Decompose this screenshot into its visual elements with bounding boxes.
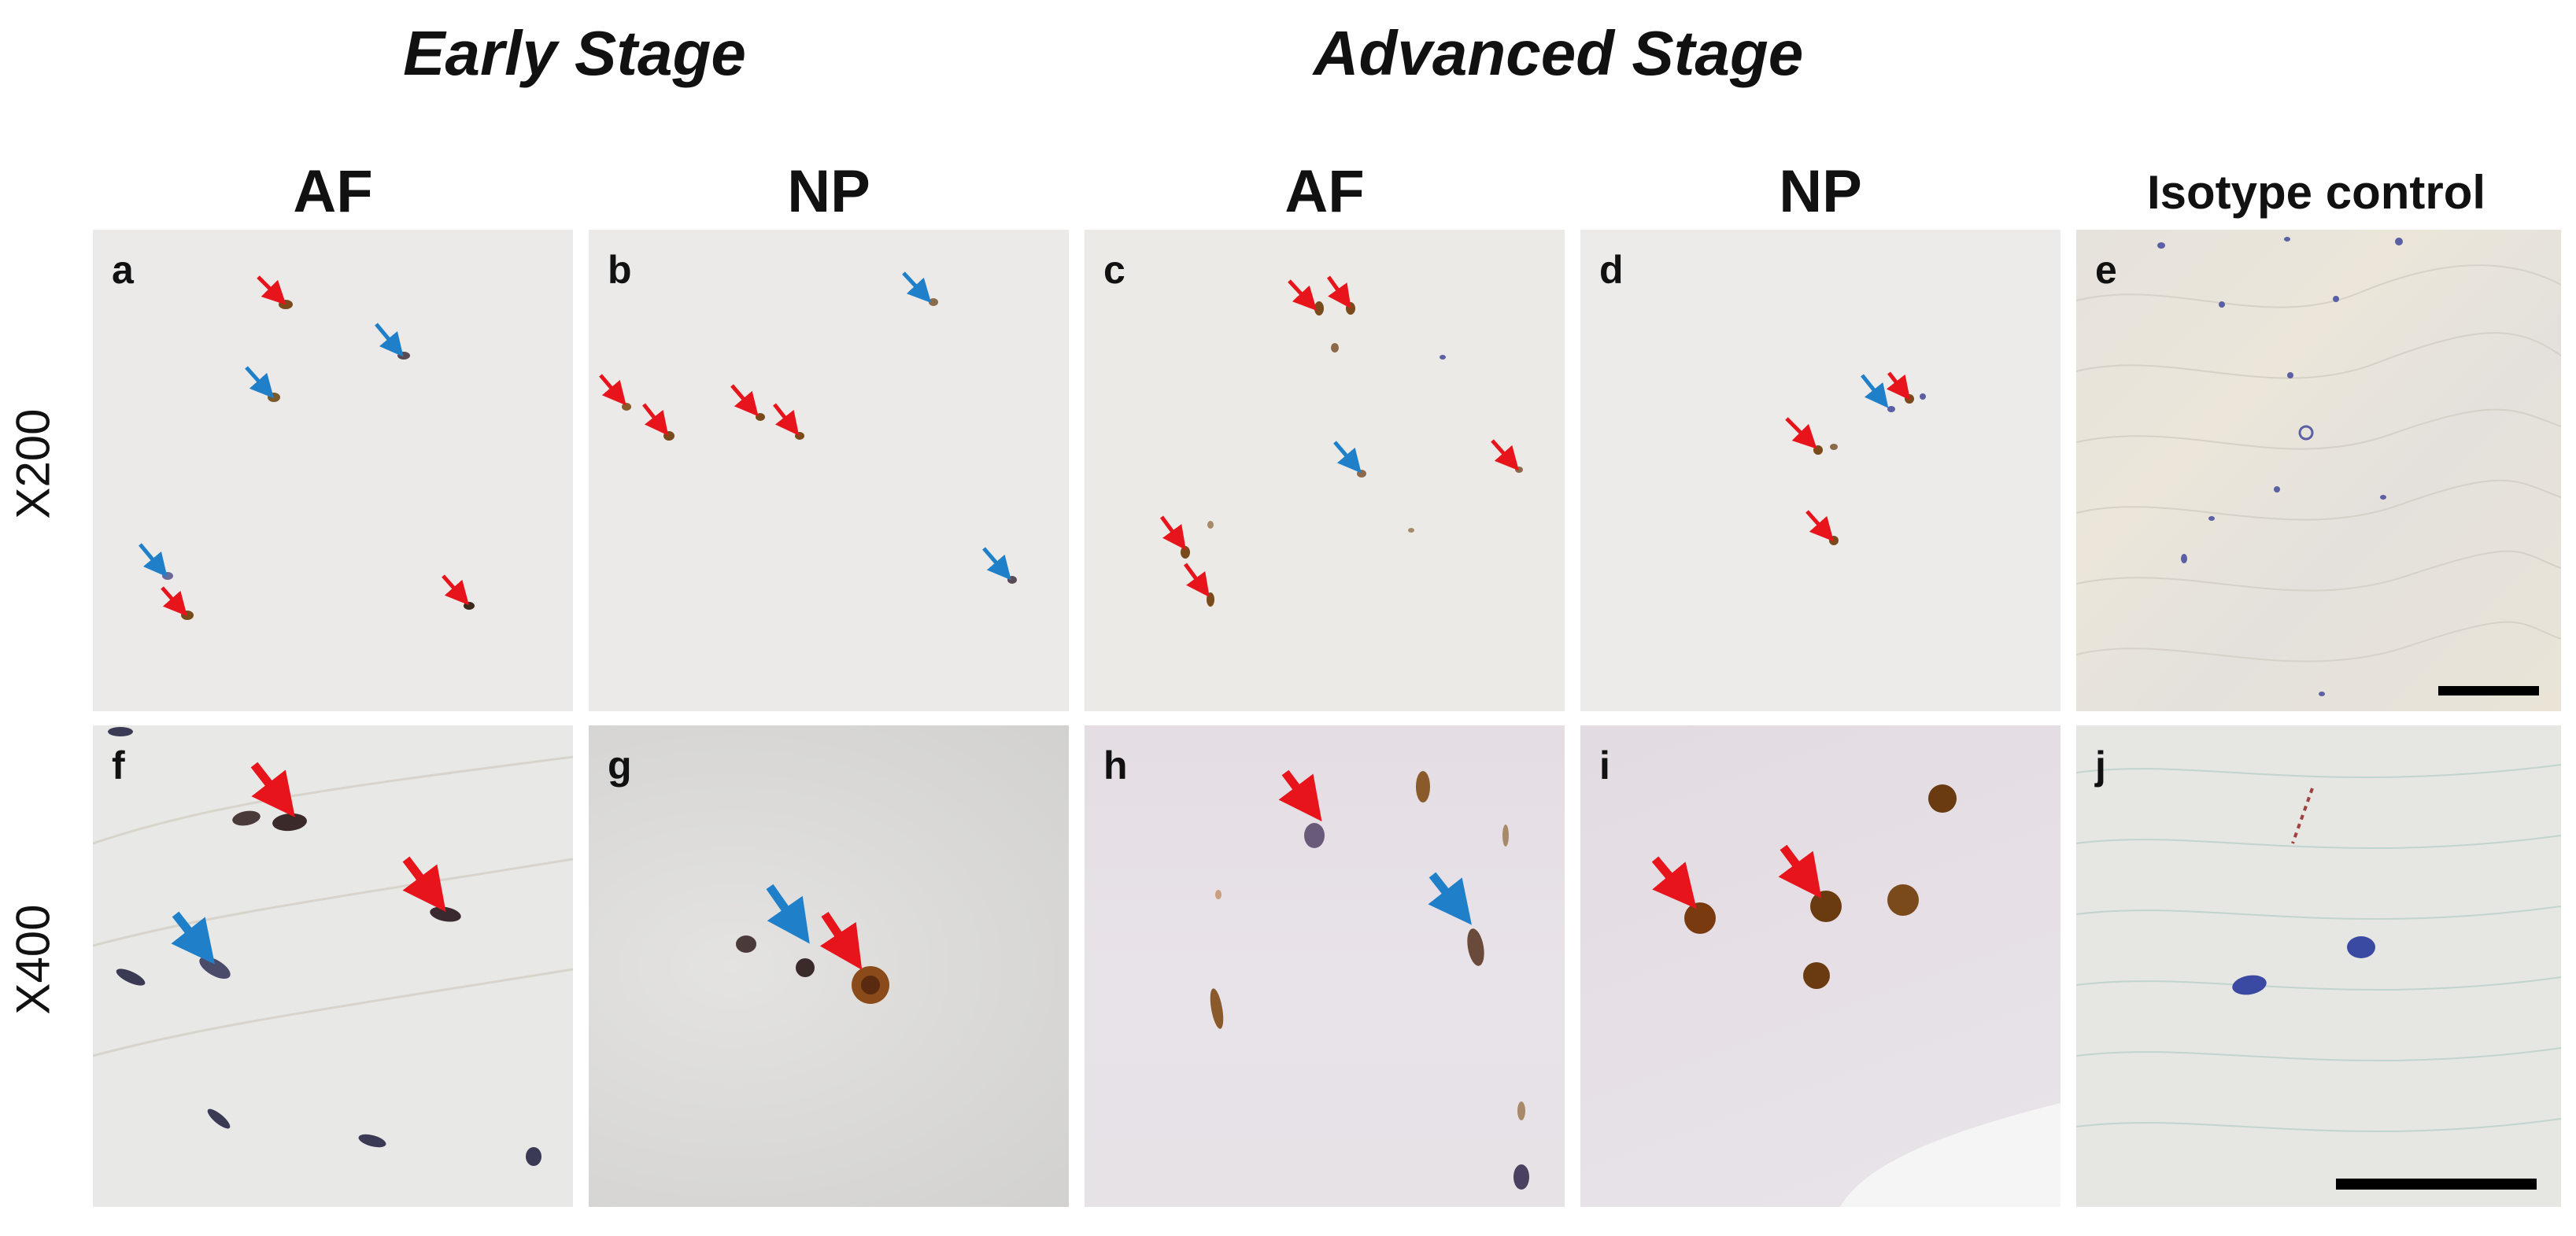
column-header-af-early: AF [293,158,373,225]
panel-label-d: d [1599,248,1624,292]
panel-label-h: h [1103,743,1128,788]
row-label-x400: X400 [6,904,60,1015]
column-header-np-early: NP [787,158,870,225]
panel-label-a: a [112,248,134,292]
panel-a-image [139,275,475,620]
column-header-af-advanced: AF [1284,158,1365,225]
panel-g: g [589,725,1069,1207]
early-stage-title: Early Stage [403,18,746,88]
panel-g-image [736,884,889,1004]
panel-label-e: e [2095,248,2117,292]
panel-label-j: j [2095,743,2106,788]
panel-i: i [1580,725,2060,1207]
scale-bar-bottom [2336,1179,2537,1190]
panel-label-b: b [608,248,632,292]
panel-c-image [1159,275,1523,607]
panel-label-f: f [112,743,125,788]
panel-d: d [1580,230,2060,711]
panel-j: j [2076,725,2561,1207]
panel-f-image [93,727,573,1166]
panel-i-image [1651,784,2060,1207]
panel-f: f [93,725,573,1207]
panel-c: c [1085,230,1565,711]
column-header-isotype: Isotype control [2146,166,2486,219]
panel-d-image [1785,371,1926,545]
column-header-np-advanced: NP [1779,158,1862,225]
panel-h-image [1210,769,1529,1190]
panel-h: h [1085,725,1565,1207]
panel-b-image [599,271,1017,584]
panel-j-image [2076,764,2561,1133]
panel-label-c: c [1103,248,1125,292]
panel-e-image [2076,237,2561,696]
panel-b: b [589,230,1069,711]
advanced-stage-title: Advanced Stage [1313,18,1804,88]
scale-bar-top [2438,686,2539,695]
panel-label-g: g [608,743,632,788]
panel-label-i: i [1599,743,1610,788]
panel-e: e [2076,230,2561,711]
panel-a: a [93,230,573,711]
row-label-x200: X200 [6,408,60,519]
